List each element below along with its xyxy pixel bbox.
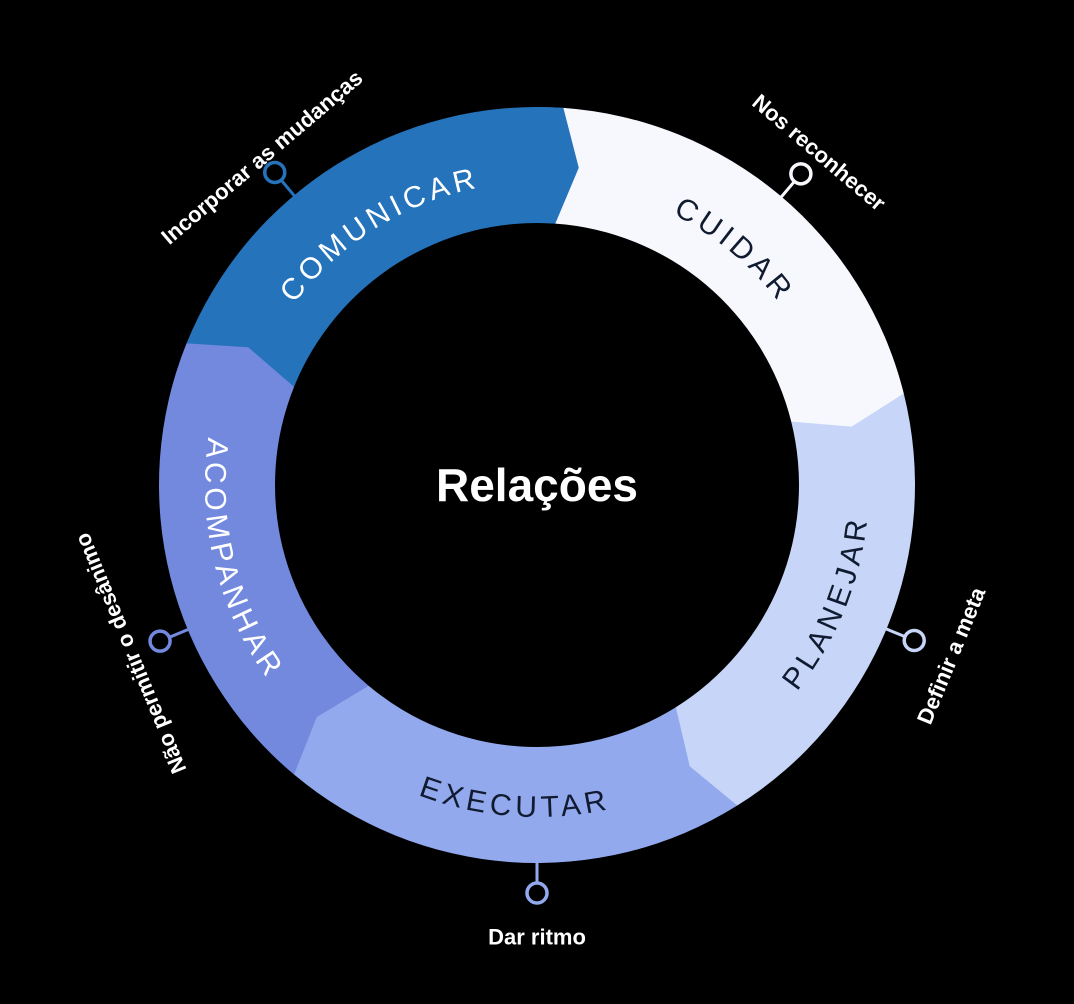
- callout-line-comunicar: [280, 179, 297, 198]
- callout-label-executar: Dar ritmo: [488, 925, 586, 950]
- segment-executar: [294, 685, 738, 863]
- callout-label-planejar: Definir a meta: [912, 583, 991, 728]
- callout-line-planejar: [884, 626, 906, 639]
- callout-circle-executar: [525, 881, 549, 905]
- callout-circle-planejar: [902, 628, 926, 653]
- center-label: Relações: [436, 459, 638, 511]
- callout-circle-comunicar: [262, 160, 287, 185]
- callout-line-acompanhar: [168, 627, 191, 639]
- callout-circle-cuidar: [789, 162, 813, 186]
- segment-planejar: [675, 393, 915, 806]
- segment-cuidar: [555, 107, 904, 427]
- segment-arrow-comunicar: [537, 106, 579, 224]
- callout-line-cuidar: [779, 180, 796, 200]
- callout-circle-acompanhar: [148, 629, 172, 653]
- segment-acompanhar: [158, 343, 369, 775]
- segments-layer: COMUNICARCUIDARPLANEJAREXECUTARACOMPANHA…: [158, 106, 915, 863]
- segment-comunicar: [186, 106, 579, 387]
